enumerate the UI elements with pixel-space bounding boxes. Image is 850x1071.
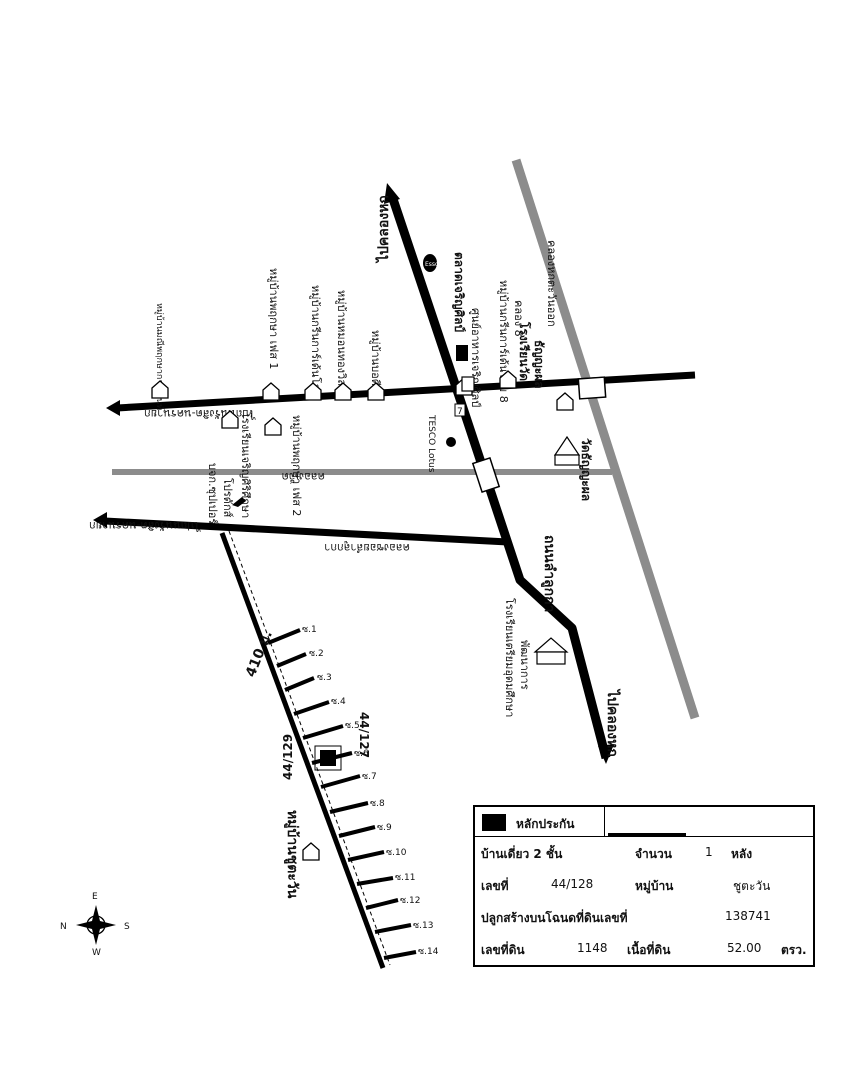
road-label-khlong-hok-south: ไปคลองหก [604, 688, 622, 757]
lumlukka-road [387, 194, 611, 760]
soi-label: ซ.9 [377, 823, 392, 833]
qty-value: 1 [705, 845, 713, 859]
arrow-north [384, 183, 400, 204]
area-value: 52.00 [727, 941, 762, 955]
factory-icon [232, 497, 246, 507]
road-label-rangsit-2: ไปถนนรังสิต-นครนายก [89, 519, 201, 532]
bridge-upper [577, 376, 607, 400]
legend-label: หลักประกัน [516, 817, 575, 831]
soi-label: ซ.3 [317, 673, 332, 683]
collateral-swatch [482, 814, 506, 831]
compass-e: E [92, 892, 98, 902]
arrow-south [598, 744, 614, 764]
esso-label: Esso [425, 261, 439, 268]
label-plot-129: 44/129 [281, 734, 295, 780]
area-label: เนื้อที่ดิน [627, 943, 671, 957]
label-sri: หมู่บ้านบอดี [369, 330, 382, 386]
no-label: เลขที่ [481, 879, 509, 893]
label-green-garden: หมู่บ้านกรีนการ์เด้นโฮม [309, 285, 323, 397]
deed-label: ปลูกสร้างบนโฉนดที่ดินเลขที่ [481, 911, 628, 925]
no-value: 44/128 [551, 877, 594, 891]
soi-label: ซ.13 [413, 921, 433, 931]
qty-label: จำนวน [635, 847, 672, 861]
label-khlong-8: คลอง 8 [512, 300, 525, 337]
school-icon [533, 637, 569, 665]
deed-value: 138741 [725, 909, 771, 923]
compass-n: N [60, 922, 67, 932]
round-icon [446, 437, 456, 447]
soi-label: ซ.8 [370, 799, 385, 809]
arrow-west-upper [106, 400, 120, 416]
canal-label-khlong-hok: คลองหกตะวันออก [545, 240, 558, 327]
label-school-wat: โรงเรียนวัด [517, 321, 532, 381]
road-label-khlong-hok-north: ไปคลองหก [374, 195, 392, 264]
legend-blank [605, 807, 813, 837]
label-company: บจก.ซุปเปอร์ [206, 463, 219, 524]
restroom-icon [456, 345, 468, 361]
tesco-label: TESCO Lotus [426, 414, 436, 473]
soi-label: ซ.7 [362, 772, 377, 782]
compass-s: S [124, 922, 130, 932]
soi-label: ซ.14 [418, 947, 439, 957]
label-school-prep-2: พัฒนาการ [518, 640, 531, 690]
seven-eleven-label: 7 [457, 407, 463, 417]
canal-label-soi-lumlukka: คลองซอยลำลูกกา [324, 541, 410, 554]
upper-road [116, 371, 696, 412]
label-thanyaphon: ธัญญะผล [532, 340, 546, 389]
label-wat-thanyaphon: วัดธัญญะผล [579, 438, 593, 501]
compass-w: W [92, 948, 101, 958]
soi-label: ซ.2 [309, 649, 324, 659]
arrow-west-lower [93, 512, 107, 528]
label-pruksa-2: หมู่บ้านพฤกษา เฟส 2 [290, 415, 303, 516]
label-market: ตลาดเจริญศิลป์ [452, 252, 466, 332]
road-410-dash [228, 530, 391, 966]
village-label: หมู่บ้าน [635, 879, 674, 893]
label-products: โปรดักส์ [221, 478, 235, 518]
soi-label: ซ.4 [331, 697, 346, 707]
label-plot-127: 44/127 [357, 712, 371, 758]
soi-label: ซ.5 [345, 721, 360, 731]
collateral-plot-outline [314, 745, 342, 771]
khlong-hok-canal [511, 158, 700, 720]
bridge-main [471, 457, 501, 493]
area-unit: ตรว. [781, 943, 807, 957]
soi-label: ซ.10 [386, 848, 407, 858]
village-value: ชูตะวัน [733, 879, 771, 893]
soi-label: ซ.6 [354, 749, 369, 759]
label-chutawan: หมู่บ้านชูตะวัน [284, 810, 300, 899]
legend-cell: หลักประกัน [475, 807, 605, 837]
land-no-label: เลขที่ดิน [481, 943, 525, 957]
soi-labels: ซ.1 ซ.2 ซ.3 ซ.4 ซ.5 ซ.6 ซ.7 ซ.8 ซ.9 ซ.10 ซ.11 ซ.12 ซ… [302, 625, 439, 957]
soi-label: ซ.12 [400, 896, 420, 906]
compass-icon: N E S W [60, 892, 130, 958]
qty-unit: หลัง [731, 847, 753, 861]
label-school-charoen: โรงเรียนเจริญศิริศึกษา [239, 412, 253, 518]
esso-icon [423, 254, 437, 272]
label-yadee: หมู่บ้านหมอนทองวิลล่า [335, 290, 348, 399]
road-label-lumlukka: ถนนลำลูกกา [541, 535, 557, 612]
seven-eleven-icon [454, 403, 466, 417]
ptt-icon [461, 376, 475, 392]
road-410 [219, 532, 386, 969]
house-type: บ้านเดี่ยว 2 ชั้น [481, 847, 563, 861]
collateral-plot [320, 750, 336, 766]
soi-label: ซ.11 [395, 873, 415, 883]
label-pruksa-1: หมู่บ้านพฤกษา เฟส 1 [267, 268, 280, 369]
soi-lines [267, 628, 417, 960]
land-no-value: 1148 [577, 941, 608, 955]
soi-label: ซ.1 [302, 625, 317, 635]
label-school-prep: โรงเรียนเตรียมอุดมศึกษา [503, 598, 517, 717]
canal-label-khlong-7: คลองเจ็ด [282, 470, 325, 484]
temple-icon [553, 435, 581, 466]
lower-road [104, 517, 509, 546]
property-info-table: หลักประกัน บ้านเดี่ยว 2 ชั้น จำนวน 1 หลั… [473, 805, 815, 967]
